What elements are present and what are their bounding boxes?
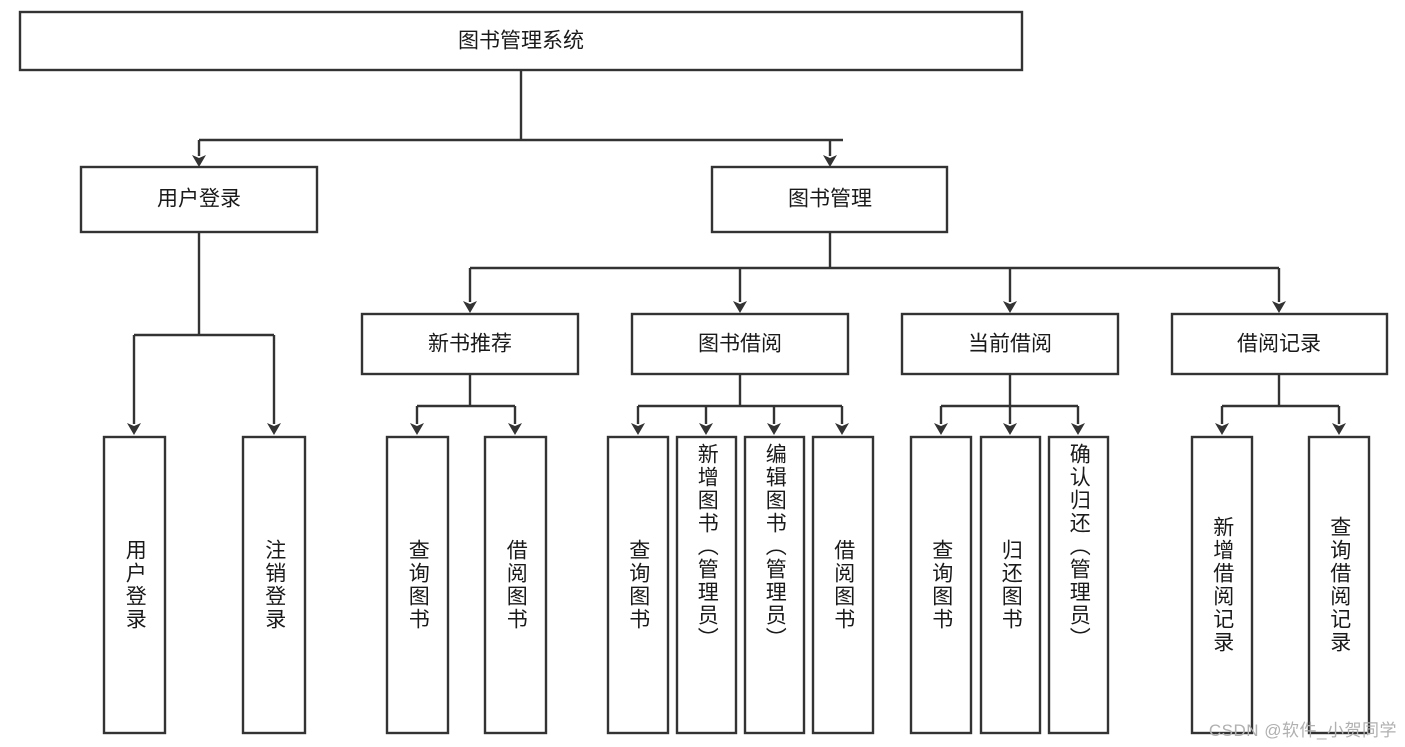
node-borrow-record[interactable]: 借阅记录 — [1170, 312, 1389, 376]
leaf-label-current-borrow-2: 确认归还（管理员） — [1067, 443, 1091, 650]
leaf-book-borrow-0[interactable] — [606, 435, 670, 735]
edges-bookborrow-to-leaves — [631, 374, 849, 435]
node-book-borrow-label: 图书借阅 — [698, 333, 782, 356]
leaf-label-book-borrow-0: 查询图书 — [626, 539, 650, 631]
leaf-user-login-1[interactable] — [241, 435, 307, 735]
leaf-box[interactable] — [606, 435, 670, 735]
leaf-new-book-1[interactable] — [483, 435, 548, 735]
leaf-label-user-login-1: 注销登录 — [262, 539, 286, 631]
leaf-label-borrow-record-0: 新增借阅记录 — [1210, 516, 1234, 654]
leaf-box[interactable] — [102, 435, 167, 735]
node-root-box[interactable] — [18, 10, 1024, 72]
node-book-borrow[interactable]: 图书借阅 — [630, 312, 850, 376]
leaf-label-book-borrow-2: 编辑图书（管理员） — [763, 443, 787, 650]
leaf-book-borrow-2[interactable] — [743, 435, 806, 735]
leaf-label-current-borrow-0: 查询图书 — [929, 539, 953, 631]
node-book-borrow-box[interactable] — [630, 312, 850, 376]
node-borrow-record-label: 借阅记录 — [1237, 333, 1321, 356]
edges-newbook-to-leaves — [410, 374, 522, 435]
leaf-current-borrow-1[interactable] — [979, 435, 1042, 735]
edges-root-to-level2 — [192, 70, 843, 167]
leaf-box[interactable] — [385, 435, 450, 735]
node-book-manage-box[interactable] — [710, 165, 949, 234]
leaf-box[interactable] — [811, 435, 875, 735]
leaf-borrow-record-0[interactable] — [1190, 435, 1254, 735]
node-book-manage[interactable]: 图书管理 — [710, 165, 949, 234]
leaf-box[interactable] — [1190, 435, 1254, 735]
node-borrow-record-box[interactable] — [1170, 312, 1389, 376]
node-current-borrow-label: 当前借阅 — [968, 333, 1052, 356]
edges-currentborrow-to-leaves — [934, 374, 1085, 435]
csdn-watermark: CSDN @软件_小贺同学 — [1208, 721, 1397, 740]
leaf-current-borrow-2[interactable] — [1047, 435, 1110, 735]
leaf-box[interactable] — [1047, 435, 1110, 735]
edges-borrowrecord-to-leaves — [1215, 374, 1346, 435]
node-book-manage-label: 图书管理 — [788, 188, 872, 211]
node-new-book-recommend-label: 新书推荐 — [428, 333, 512, 356]
leaf-label-borrow-record-1: 查询借阅记录 — [1327, 516, 1351, 654]
leaf-box[interactable] — [979, 435, 1042, 735]
leaf-label-book-borrow-3: 借阅图书 — [831, 539, 855, 631]
leaf-box[interactable] — [241, 435, 307, 735]
node-new-book-recommend-box[interactable] — [360, 312, 580, 376]
node-current-borrow[interactable]: 当前借阅 — [900, 312, 1120, 376]
leaf-box[interactable] — [675, 435, 738, 735]
edges-bookmanage-to-level3 — [463, 232, 1286, 313]
node-user-login[interactable]: 用户登录 — [79, 165, 319, 234]
leaf-box[interactable] — [909, 435, 973, 735]
node-root-label: 图书管理系统 — [458, 30, 584, 53]
node-user-login-label: 用户登录 — [157, 188, 241, 211]
node-user-login-box[interactable] — [79, 165, 319, 234]
leaf-borrow-record-1[interactable] — [1307, 435, 1371, 735]
leaf-box[interactable] — [1307, 435, 1371, 735]
leaf-labels-layer: 用户登录 注销登录 查询图书 借阅图书 查询图书 新增图书（管理员） 编辑图书（… — [123, 443, 1351, 654]
leaf-label-current-borrow-1: 归还图书 — [999, 539, 1023, 631]
leaf-current-borrow-0[interactable] — [909, 435, 973, 735]
edges-userlogin-to-leaves — [127, 232, 281, 435]
leaf-book-borrow-3[interactable] — [811, 435, 875, 735]
leaf-label-book-borrow-1: 新增图书（管理员） — [695, 443, 719, 650]
leaf-box[interactable] — [483, 435, 548, 735]
node-current-borrow-box[interactable] — [900, 312, 1120, 376]
leaf-label-user-login-0: 用户登录 — [123, 539, 147, 631]
leaf-label-new-book-1: 借阅图书 — [504, 539, 528, 631]
leaf-user-login-0[interactable] — [102, 435, 167, 735]
node-root[interactable]: 图书管理系统 — [18, 10, 1024, 72]
leaf-book-borrow-1[interactable] — [675, 435, 738, 735]
node-new-book-recommend[interactable]: 新书推荐 — [360, 312, 580, 376]
leaf-label-new-book-0: 查询图书 — [406, 539, 430, 631]
leaf-box[interactable] — [743, 435, 806, 735]
leaf-new-book-0[interactable] — [385, 435, 450, 735]
